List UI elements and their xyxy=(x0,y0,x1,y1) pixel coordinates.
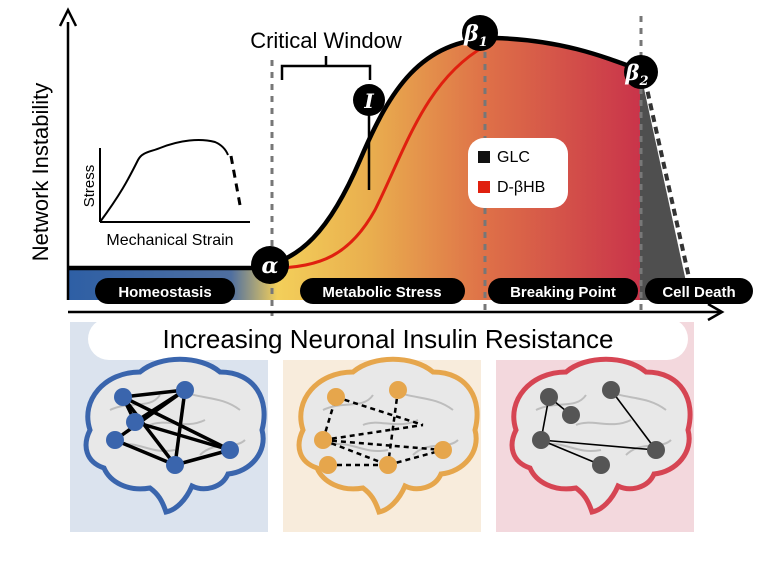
brain-network-icon-metabolic xyxy=(296,356,480,515)
legend: GLC D-βHB xyxy=(468,138,568,208)
cell-death-area xyxy=(640,70,690,300)
critical-window-bracket xyxy=(280,56,372,80)
beta2-marker xyxy=(624,55,658,89)
x-axis-arrow xyxy=(707,302,725,322)
svg-text:Metabolic Stress: Metabolic Stress xyxy=(322,284,441,301)
stage-label-cell-death: Cell Death xyxy=(645,278,753,304)
beta1-subscript: 1 xyxy=(479,35,488,50)
y-axis-arrow xyxy=(58,7,78,27)
alpha-marker xyxy=(251,246,289,284)
legend-box xyxy=(468,138,568,208)
alpha-marker-label: α xyxy=(262,253,279,279)
stage-label-homeostasis: Homeostasis xyxy=(95,278,235,304)
beta2-marker-label: β2 xyxy=(625,60,649,89)
brain-network-icon-breaking xyxy=(509,356,693,515)
beta1-marker xyxy=(462,15,498,51)
stage-label-breaking-point: Breaking Point xyxy=(488,278,638,304)
inset-y-label: Stress xyxy=(81,165,98,208)
dbhb-curve xyxy=(271,44,486,270)
legend-swatch-glc xyxy=(478,151,490,163)
stage-label-metabolic-stress: Metabolic Stress xyxy=(300,278,465,304)
legend-label-dbhb: D-βHB xyxy=(497,179,545,196)
inflection-marker-label: I xyxy=(363,89,374,113)
legend-label-glc: GLC xyxy=(497,149,530,166)
svg-text:Cell Death: Cell Death xyxy=(662,284,735,301)
svg-text:Homeostasis: Homeostasis xyxy=(118,284,211,301)
beta2-subscript: 2 xyxy=(638,74,648,89)
glc-curve-drop xyxy=(643,79,692,283)
legend-swatch-dbhb xyxy=(478,181,490,193)
glc-curve xyxy=(68,35,641,271)
y-axis-label: Network Instability xyxy=(28,83,53,262)
instability-area xyxy=(68,38,640,300)
critical-window-label: Critical Window xyxy=(250,28,402,53)
bottom-banner-label: Increasing Neuronal Insulin Resistance xyxy=(163,324,614,354)
svg-text:Breaking Point: Breaking Point xyxy=(510,284,616,301)
inflection-marker xyxy=(353,84,385,116)
inset-x-label: Mechanical Strain xyxy=(106,232,233,249)
brain-network-icon-homeostasis xyxy=(83,356,267,515)
beta1-marker-label: β1 xyxy=(463,21,488,50)
stress-strain-inset: Stress Mechanical Strain xyxy=(81,139,250,249)
bottom-banner-box xyxy=(88,318,688,360)
